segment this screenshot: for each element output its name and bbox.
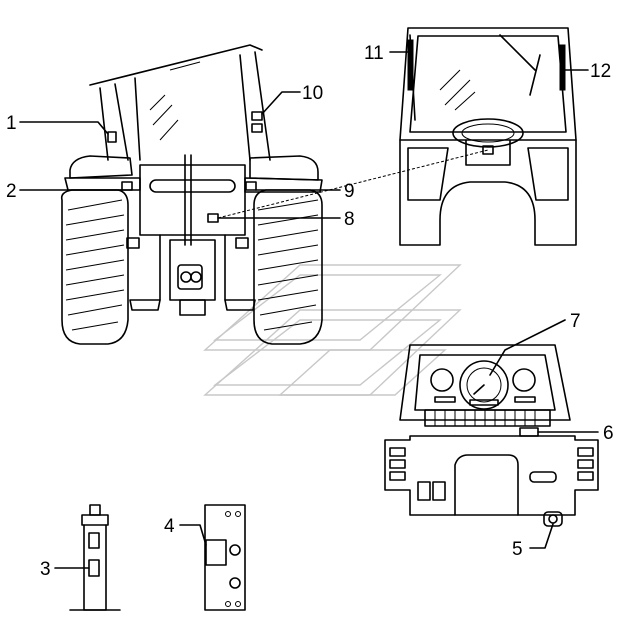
tractor-rear-view [60, 44, 323, 345]
callout-4: 4 [164, 516, 175, 537]
callout-5: 5 [512, 539, 523, 560]
callout-3: 3 [40, 559, 51, 580]
watermark-logo [203, 264, 462, 396]
callout-labels: 1 2 3 4 5 6 7 8 9 10 11 12 [6, 43, 614, 580]
callout-11: 11 [364, 43, 384, 64]
callout-1: 1 [6, 113, 17, 134]
callout-2: 2 [6, 181, 17, 202]
callout-7: 7 [570, 311, 581, 332]
instrument-panel [384, 344, 599, 527]
part-3-drawing [69, 504, 121, 611]
callout-8: 8 [344, 209, 355, 230]
cab-front-view [399, 27, 577, 246]
callout-9: 9 [344, 181, 355, 202]
leader-lines [19, 51, 599, 569]
callout-10: 10 [302, 83, 323, 104]
callout-12: 12 [590, 61, 611, 82]
callout-6: 6 [603, 423, 614, 444]
part-4-drawing [204, 504, 246, 611]
